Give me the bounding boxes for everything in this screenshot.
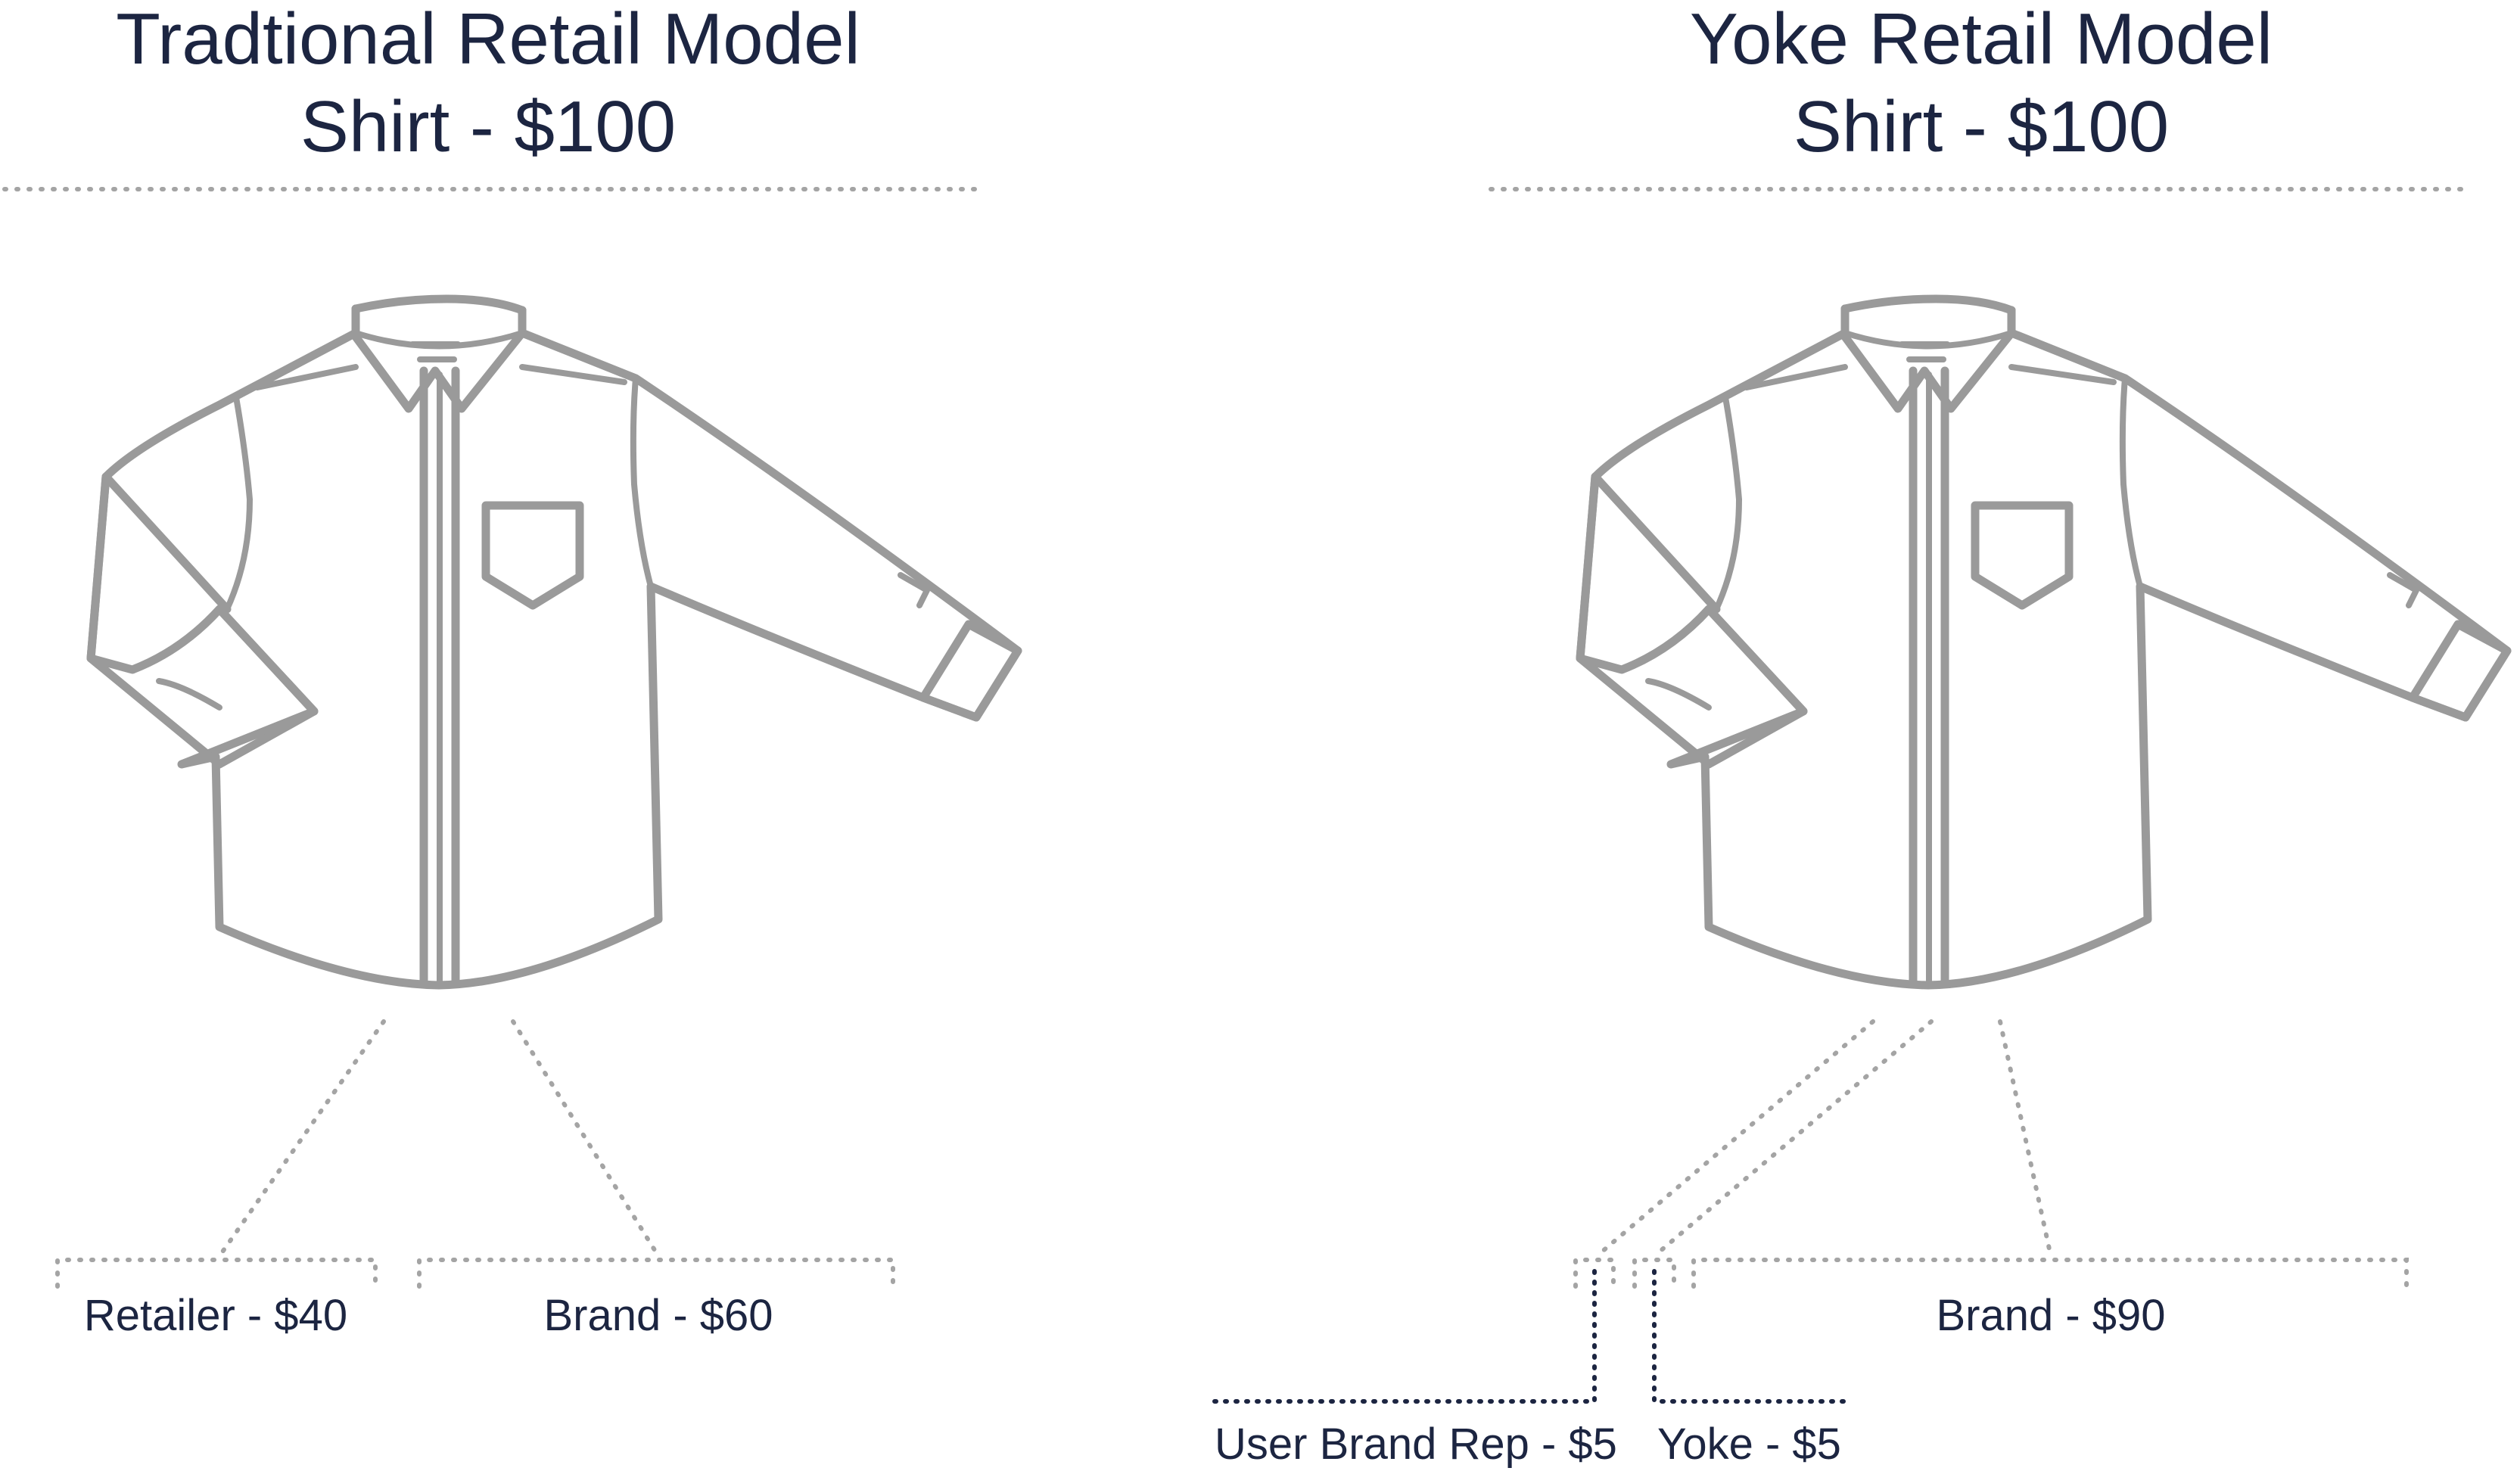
shirt-icon (1580, 299, 2507, 985)
brand-connector (511, 1019, 661, 1258)
yoke-model-price: Shirt - $100 (1794, 86, 2169, 167)
brand-share-label: Brand - $90 (1936, 1291, 2165, 1340)
user-rep-bracket (1573, 1258, 1616, 1289)
user-brand-rep-share-label: User Brand Rep - $5 (1215, 1420, 1617, 1469)
yoke-connector (1652, 1019, 1934, 1258)
traditional-model-price: Shirt - $100 (300, 86, 676, 167)
brand-connector (1998, 1019, 2053, 1258)
yoke-model-title: Yoke Retail Model (1690, 0, 2273, 79)
user-rep-connector (1594, 1019, 1875, 1258)
brand-bracket (417, 1258, 895, 1289)
user-rep-callout (1212, 1269, 1597, 1404)
brand-share-label: Brand - $60 (543, 1291, 773, 1340)
yoke-model-panel: Yoke Retail Model Shirt - $100 Brand - $… (1212, 0, 2507, 1469)
traditional-model-title: Tradtional Retail Model (116, 0, 860, 79)
yoke-bracket (1632, 1258, 1676, 1289)
yoke-share-label: Yoke - $5 (1657, 1420, 1841, 1469)
retailer-connector (217, 1019, 386, 1258)
shirt-icon (91, 299, 1018, 985)
yoke-callout (1652, 1269, 1849, 1404)
traditional-model-panel: Tradtional Retail Model Shirt - $100 Ret… (2, 0, 1018, 1340)
retailer-share-label: Retailer - $40 (84, 1291, 347, 1340)
brand-bracket (1691, 1258, 2409, 1289)
retailer-bracket (55, 1258, 378, 1289)
